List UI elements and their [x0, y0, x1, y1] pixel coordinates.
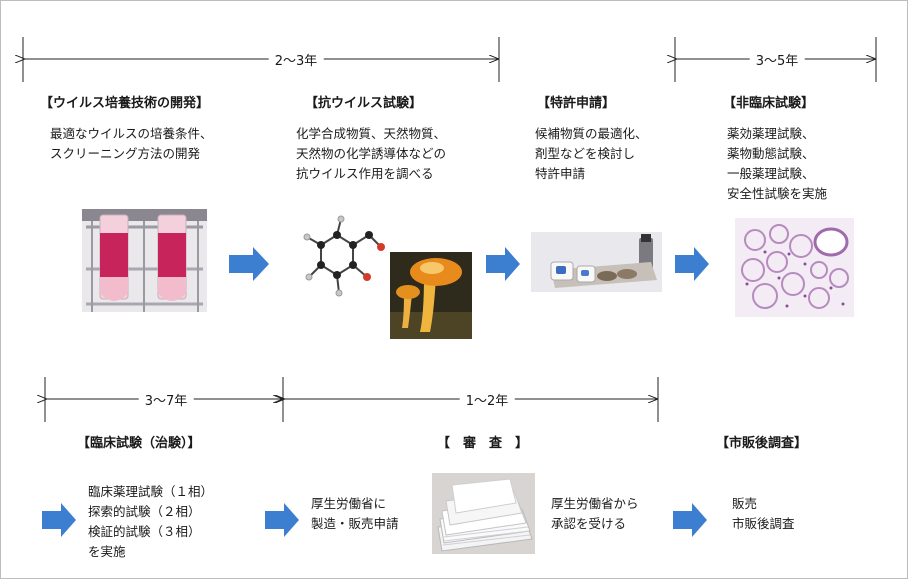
flow-arrows [42, 247, 709, 537]
desc-line: 天然物の化学誘導体などの [296, 146, 447, 161]
desc-line: 一般薬理試験、 [727, 166, 815, 181]
desc-line: 化学合成物質、天然物質、 [296, 126, 447, 141]
flow-arrow-6 [673, 503, 707, 537]
desc-line: 安全性試験を実施 [727, 186, 828, 201]
span-label-row1-left: 2～3年 [268, 50, 324, 69]
culture-tubes-photo [82, 209, 207, 312]
stage-desc-market: 販売 市販後調査 [732, 494, 795, 534]
flow-arrow-4 [42, 503, 76, 537]
stage-desc-nonclinical: 薬効薬理試験、 薬物動態試験、 一般薬理試験、 安全性試験を実施 [727, 124, 827, 204]
stage-title-clinical: 【臨床試験（治験）】 [77, 436, 201, 451]
flow-arrow-5 [265, 503, 299, 537]
desc-line: 市販後調査 [732, 516, 795, 531]
stage-title-patent: 【特許申請】 [537, 96, 616, 111]
desc-line: 臨床薬理試験（１相） [88, 484, 214, 499]
document-stack-photo [432, 473, 535, 554]
flow-arrow-2 [486, 247, 520, 281]
desc-line: 抗ウイルス作用を調べる [296, 166, 434, 181]
desc-line: 検証的試験（３相） [88, 524, 201, 539]
desc-line: 販売 [732, 496, 758, 511]
mushroom-photo [390, 252, 472, 339]
desc-line: 製造・販売申請 [311, 516, 399, 531]
stage-desc-review-right: 厚生労働省から 承認を受ける [551, 494, 639, 534]
desc-line: 厚生労働省に [311, 496, 387, 511]
stage-title-review: 【 審 査 】 [437, 436, 529, 451]
span-label-row2-right: 1～2年 [459, 390, 515, 409]
desc-line: を実施 [88, 544, 126, 559]
flow-arrow-1 [229, 247, 269, 281]
desc-line: 探索的試験（２相） [88, 504, 201, 519]
stage-desc-antiviral: 化学合成物質、天然物質、 天然物の化学誘導体などの 抗ウイルス作用を調べる [296, 124, 446, 184]
desc-line: 候補物質の最適化、 [535, 126, 648, 141]
molecule-model-image [297, 207, 391, 304]
stage-desc-clinical: 臨床薬理試験（１相） 探索的試験（２相） 検証的試験（３相） を実施 [88, 482, 213, 562]
stage-title-market: 【市販後調査】 [716, 436, 808, 451]
desc-line: 最適なウイルスの培養条件、 [50, 126, 213, 141]
span-label-row2-left: 3～7年 [138, 390, 194, 409]
tissue-histology-image [735, 218, 854, 317]
desc-line: 厚生労働省から [551, 496, 639, 511]
desc-line: 薬物動態試験、 [727, 146, 815, 161]
stage-desc-review-left: 厚生労働省に 製造・販売申請 [311, 494, 399, 534]
desc-line: 薬効薬理試験、 [727, 126, 815, 141]
flow-arrow-3 [675, 247, 709, 281]
stage-title-nonclinical: 【非臨床試験】 [723, 96, 815, 111]
desc-line: 特許申請 [535, 166, 586, 181]
desc-line: 承認を受ける [551, 516, 627, 531]
desc-line: スクリーニング方法の開発 [50, 146, 201, 161]
desc-line: 剤型などを検討し [535, 146, 636, 161]
stage-desc-virus: 最適なウイルスの培養条件、 スクリーニング方法の開発 [50, 124, 213, 164]
stage-desc-patent: 候補物質の最適化、 剤型などを検討し 特許申請 [535, 124, 648, 184]
pill-package-photo [531, 232, 662, 292]
stage-title-antiviral: 【抗ウイルス試験】 [305, 96, 423, 111]
span-row1-left [23, 37, 500, 82]
span-label-row1-right: 3～5年 [749, 50, 805, 69]
stage-title-virus: 【ウイルス培養技術の開発】 [40, 96, 210, 111]
